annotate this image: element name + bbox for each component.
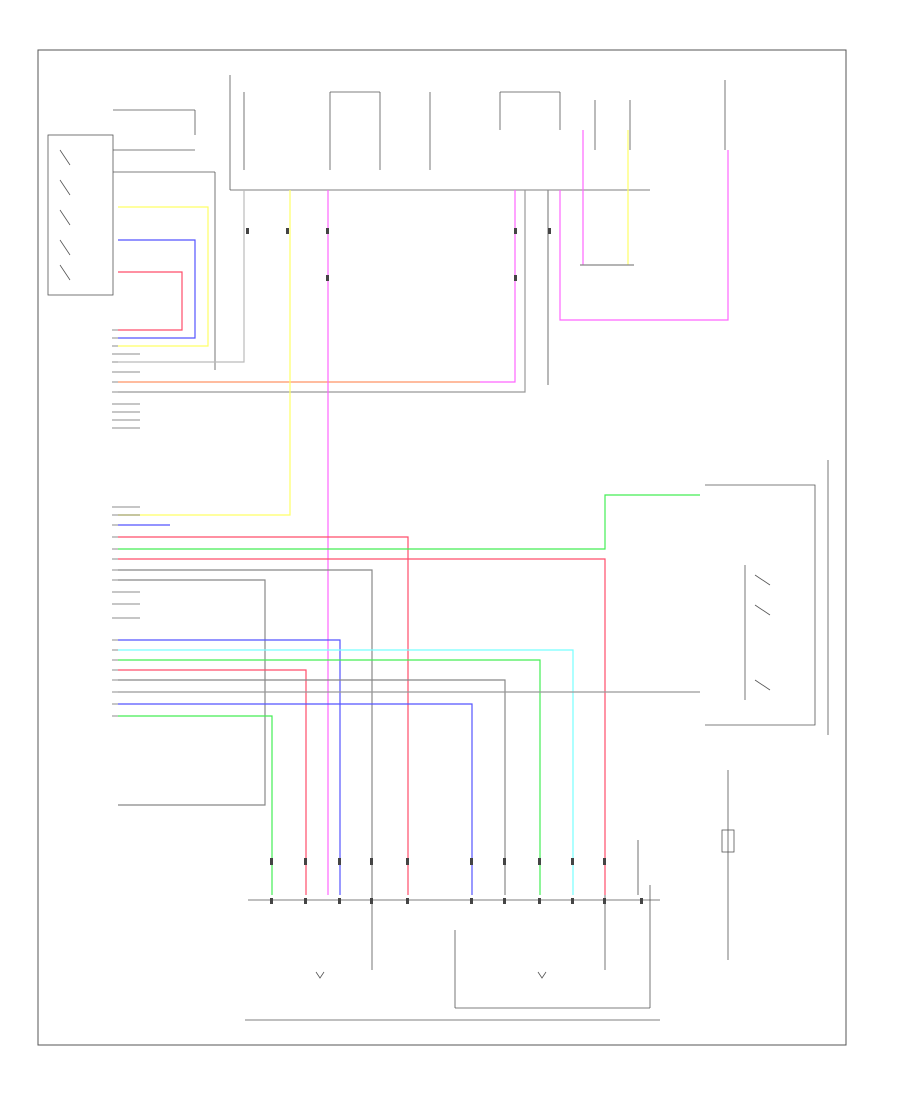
fuse-box (229, 75, 726, 191)
bottom-unit (245, 885, 660, 1021)
lower-connector-pins (112, 506, 140, 717)
upper-connector-pins (112, 329, 140, 429)
diagram-frame (37, 49, 847, 1046)
lower-wires (118, 494, 700, 895)
right-switch-module (705, 460, 829, 960)
upper-wires (118, 130, 729, 895)
connector-marks (246, 228, 643, 904)
left-switch-component (47, 109, 216, 370)
